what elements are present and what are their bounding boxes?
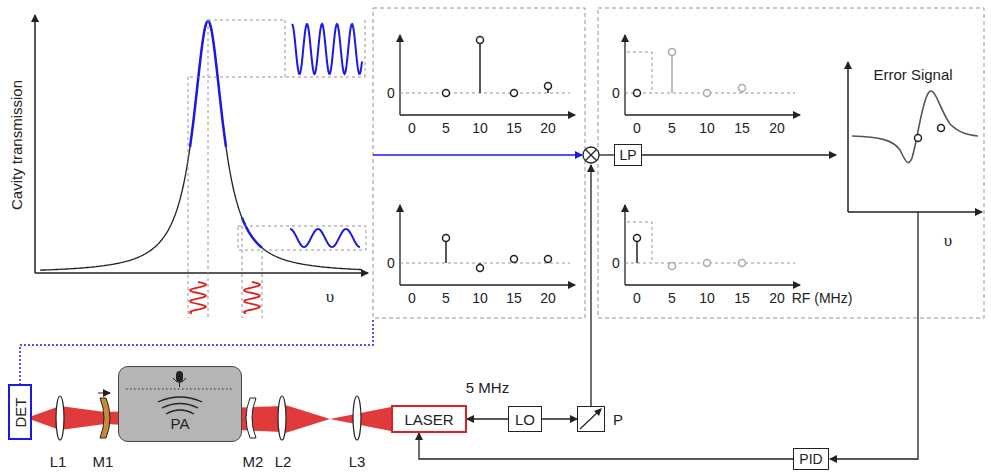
text-label: 15 [734,291,750,305]
text-label: M1 [93,454,114,469]
node-text: LP [619,148,636,162]
pid-box: PID [793,448,829,470]
text-label: 10 [699,121,715,135]
text-label: RF (MHz) [792,291,853,305]
node-text: DET [13,397,28,427]
text-label: 10 [699,291,715,305]
text-label: 0 [633,121,641,135]
text-label: L3 [349,454,366,469]
phase-shifter: P [577,406,605,432]
detector-box: DET [8,384,32,440]
text-label: 5 [442,121,450,135]
text-label: 0 [612,86,620,100]
text-label: 0 [612,256,620,270]
text-label: Cavity transmission [9,80,24,210]
text-label: 15 [734,121,750,135]
text-label: 5 [668,291,676,305]
photoacoustic-cell: PA [118,366,242,442]
text-label: 20 [540,121,556,135]
text-label: 5 [442,291,450,305]
connector [467,418,508,419]
text-label: M2 [243,454,264,469]
oscillator-box: LO [508,406,542,432]
text-label: 20 [540,291,556,305]
text-label: 0 [387,256,395,270]
text-label: 10 [472,121,488,135]
node-text: PID [799,452,822,466]
text-label: 10 [472,291,488,305]
text-label: L2 [275,454,292,469]
text-label: υ [326,288,334,305]
phase-arrow [577,406,605,432]
edge-label: 5 MHz [466,380,509,395]
text-label: 0 [633,291,641,305]
text-label: 20 [769,121,785,135]
laser-box: LASER [391,405,467,433]
node-text: LASER [404,412,453,427]
text-label: 5 [668,121,676,135]
node-text: LO [515,412,535,427]
text-label: Error Signal [873,67,952,82]
text-label: 0 [408,291,416,305]
connector [542,418,577,419]
text-label: 0 [408,121,416,135]
text-label: 0 [387,86,395,100]
connector [419,433,793,459]
text-label: 15 [506,121,522,135]
text-label: 20 [769,291,785,305]
text-label: 15 [506,291,522,305]
lowpass-box: LP [614,144,642,166]
text-label: L1 [50,454,67,469]
node-text: PA [171,416,190,431]
node-text: P [613,412,623,427]
text-label: υ [944,232,952,249]
